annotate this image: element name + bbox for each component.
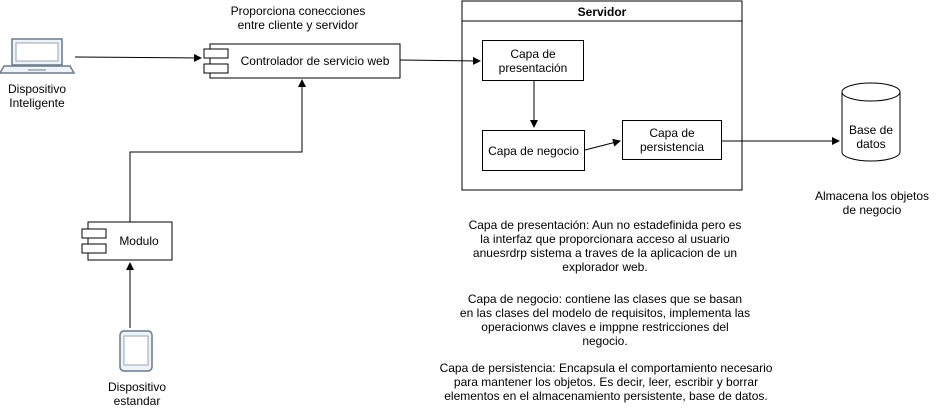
database-label: Base de datos: [848, 123, 894, 151]
business-layer-box: Capa de negocio: [482, 130, 585, 171]
module-component: [81, 221, 173, 261]
presentation-note: Capa de presentación: Aun no estadefinid…: [468, 218, 742, 274]
persistence-note: Capa de persistencia: Encapsula el compo…: [439, 361, 773, 403]
tablet-icon: [119, 330, 153, 372]
arrow-controller-presentation: [399, 56, 481, 65]
laptop-icon: [0, 38, 76, 74]
module-label: Modulo: [119, 234, 159, 248]
business-note: Capa de negocio: contiene las clases que…: [459, 292, 751, 348]
controller-label: Controlador de servicio web: [240, 54, 390, 68]
controller-caption: Proporciona conecciones entre cliente y …: [230, 4, 366, 32]
server-container: [461, 0, 743, 191]
server-title: Servidor: [577, 5, 627, 19]
standard-device-label: Dispositivo estandar: [107, 380, 167, 408]
database-icon: [841, 82, 901, 162]
arrow-module-controller: [129, 79, 306, 222]
smart-device-label: Dispositivo Inteligente: [7, 82, 67, 110]
arrow-laptop-controller: [74, 53, 202, 62]
database-caption: Almacena los objetos de negocio: [814, 189, 930, 217]
arrow-business-persistence: [584, 138, 621, 151]
controller-component: [203, 43, 401, 79]
